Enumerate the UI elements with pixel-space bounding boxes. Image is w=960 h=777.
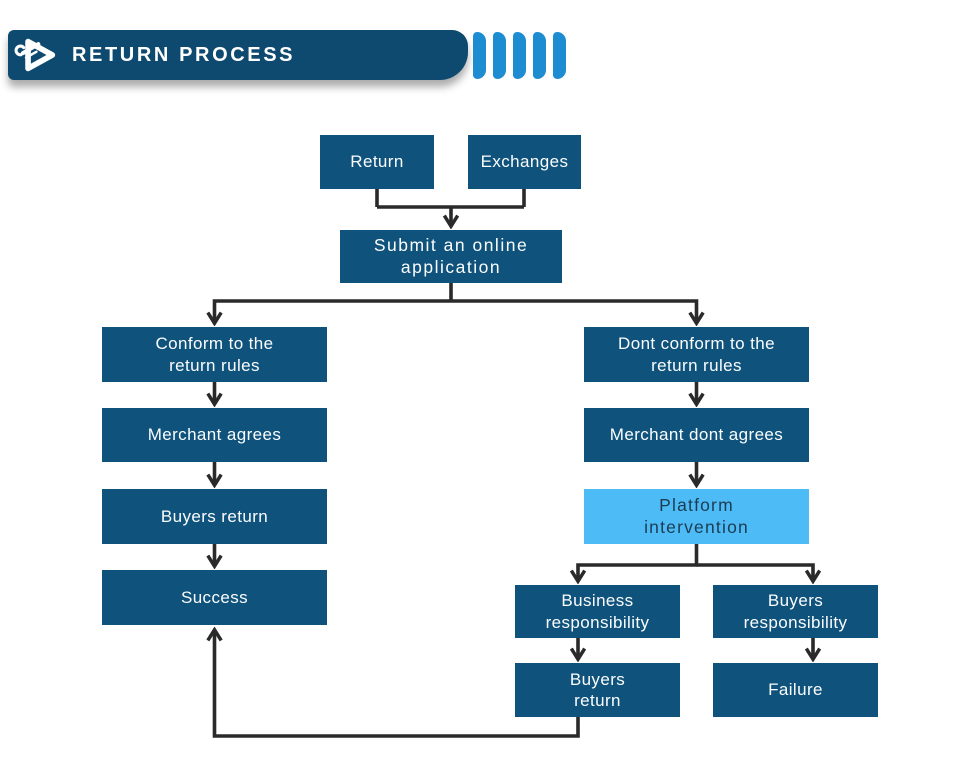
- node-buyers-return-secondary: Buyers return: [515, 663, 680, 717]
- ribbon-stripe: [493, 32, 506, 79]
- banner-accent-stripes: [473, 32, 566, 79]
- node-submit-application: Submit an online application: [340, 230, 562, 283]
- ribbon-stripe: [553, 32, 566, 79]
- node-return: Return: [320, 135, 434, 189]
- ribbon-stripe: [533, 32, 546, 79]
- header-banner: RETURN PROCESS: [8, 30, 468, 80]
- node-exchanges: Exchanges: [468, 135, 581, 189]
- page-title: RETURN PROCESS: [72, 43, 296, 66]
- node-platform-intervention: Platform intervention: [584, 489, 809, 544]
- node-buyers-responsibility: Buyers responsibility: [713, 585, 878, 638]
- node-buyers-return: Buyers return: [102, 489, 327, 544]
- ribbon-stripe: [513, 32, 526, 79]
- node-merchant-agrees: Merchant agrees: [102, 408, 327, 462]
- node-merchant-dont-agrees: Merchant dont agrees: [584, 408, 809, 462]
- node-conform-rules: Conform to the return rules: [102, 327, 327, 382]
- node-dont-conform-rules: Dont conform to the return rules: [584, 327, 809, 382]
- wrench-triangle-logo-icon: [14, 38, 56, 72]
- node-business-responsibility: Business responsibility: [515, 585, 680, 638]
- node-failure: Failure: [713, 663, 878, 717]
- node-success: Success: [102, 570, 327, 625]
- ribbon-stripe: [473, 32, 486, 79]
